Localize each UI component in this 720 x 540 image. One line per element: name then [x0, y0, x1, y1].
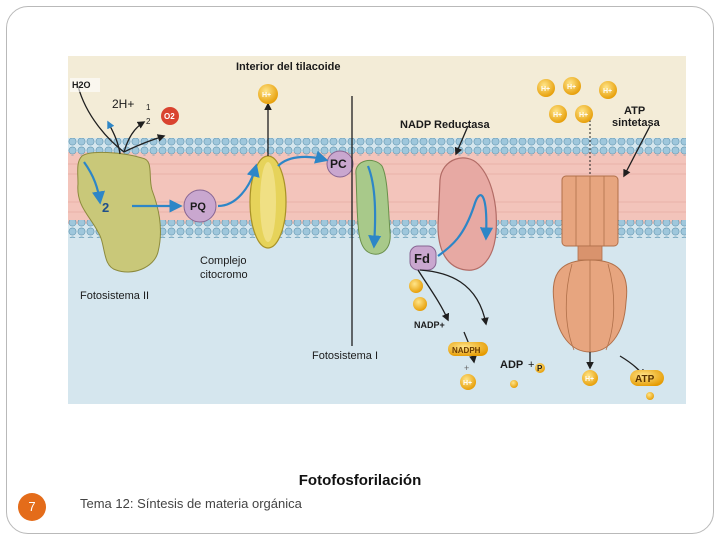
- label-h-plus-2: H+: [541, 86, 550, 93]
- label-2h-plus: 2H+: [112, 97, 134, 111]
- label-complejo-1: Complejo: [200, 255, 246, 267]
- label-atp: ATP: [635, 374, 655, 385]
- label-2e: 2: [102, 200, 109, 215]
- photosystem-i: [356, 160, 390, 254]
- label-interior: Interior del tilacoide: [236, 61, 341, 73]
- label-h-plus-5: H+: [553, 112, 562, 119]
- label-atp-sintetasa-2: sintetasa: [612, 117, 661, 129]
- figure-caption: Fotofosforilación: [0, 472, 720, 489]
- label-h-plus-8: H+: [585, 376, 594, 383]
- label-half-den: 2: [146, 117, 151, 126]
- label-pi: P: [537, 364, 543, 373]
- membrane-heads-top: [68, 138, 686, 156]
- label-h-plus-3: H+: [567, 84, 576, 91]
- label-atp-sintetasa-1: ATP: [624, 105, 645, 117]
- label-h2o: H2O: [72, 80, 91, 90]
- label-h-plus-4: H+: [603, 88, 612, 95]
- label-half-num: 1: [146, 103, 151, 112]
- label-pc: PC: [330, 157, 347, 171]
- label-fotosistema-i: Fotosistema I: [312, 350, 378, 362]
- lumen-region: [68, 56, 686, 138]
- photophosphorylation-diagram: H2O 2H+ 1 2 O2 Interior del tilacoide NA…: [68, 56, 686, 404]
- label-h-plus-1: H+: [262, 92, 271, 99]
- label-pq: PQ: [190, 201, 206, 213]
- label-plus-2: +: [464, 363, 469, 373]
- label-fd: Fd: [414, 251, 430, 266]
- label-complejo-2: citocromo: [200, 269, 248, 281]
- label-fotosistema-ii: Fotosistema II: [80, 290, 149, 302]
- label-nadp-plus: NADP+: [414, 320, 445, 330]
- label-o2: O2: [164, 112, 175, 121]
- label-plus-1: +: [528, 359, 534, 371]
- label-nadph: NADPH: [452, 346, 481, 355]
- label-h-plus-6: H+: [579, 112, 588, 119]
- label-h-plus-7: H+: [463, 380, 472, 387]
- footer-topic: Tema 12: Síntesis de materia orgánica: [80, 496, 302, 511]
- label-nadp-reductasa: NADP Reductasa: [400, 119, 491, 131]
- slide-number-badge: 7: [18, 493, 46, 521]
- label-adp: ADP: [500, 359, 523, 371]
